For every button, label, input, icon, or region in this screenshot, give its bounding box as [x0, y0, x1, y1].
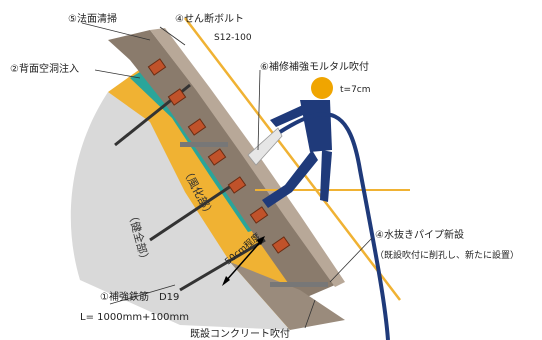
- guide-line: [184, 17, 401, 301]
- concrete-pad: [230, 262, 345, 330]
- depth-arrow: [224, 239, 263, 283]
- existing-concrete-layer: [108, 30, 335, 300]
- hose: [278, 112, 390, 340]
- helmet: [311, 77, 333, 99]
- new-mortar-layer: [150, 28, 345, 287]
- rebar: [179, 238, 266, 292]
- label-slope-cleaning: ⑤法面清掃: [68, 12, 117, 25]
- drain-pipe: [180, 142, 228, 147]
- depth-arrow-head: [222, 276, 230, 286]
- spray-cone: [247, 127, 283, 166]
- depth-arrow-head: [256, 236, 265, 245]
- label-mortar-spray: ⑥補修補強モルタル吹付: [260, 60, 369, 73]
- label-rebar-length: L= 1000mm+100mm: [80, 312, 189, 323]
- label-anchor-bolt: ④せん断ボルト: [175, 12, 244, 25]
- label-drain-note: （既設吹付に削孔し、新たに設置）: [375, 249, 519, 261]
- label-mortar-thickness: t=7cm: [340, 85, 371, 95]
- label-anchor-spec: S12-100: [214, 33, 252, 43]
- weathered-zone: [108, 62, 300, 330]
- rebar: [149, 178, 241, 242]
- label-drain-pipe: ④水抜きパイプ新設: [375, 228, 464, 241]
- label-back-grout: ②背面空洞注入: [10, 62, 79, 75]
- label-existing-concrete: 既設コンクリート吹付: [190, 327, 290, 340]
- anchor-bolts: [147, 58, 291, 254]
- label-rebar: ①補強鉄筋 D19: [100, 290, 179, 303]
- drain-pipe: [270, 282, 328, 287]
